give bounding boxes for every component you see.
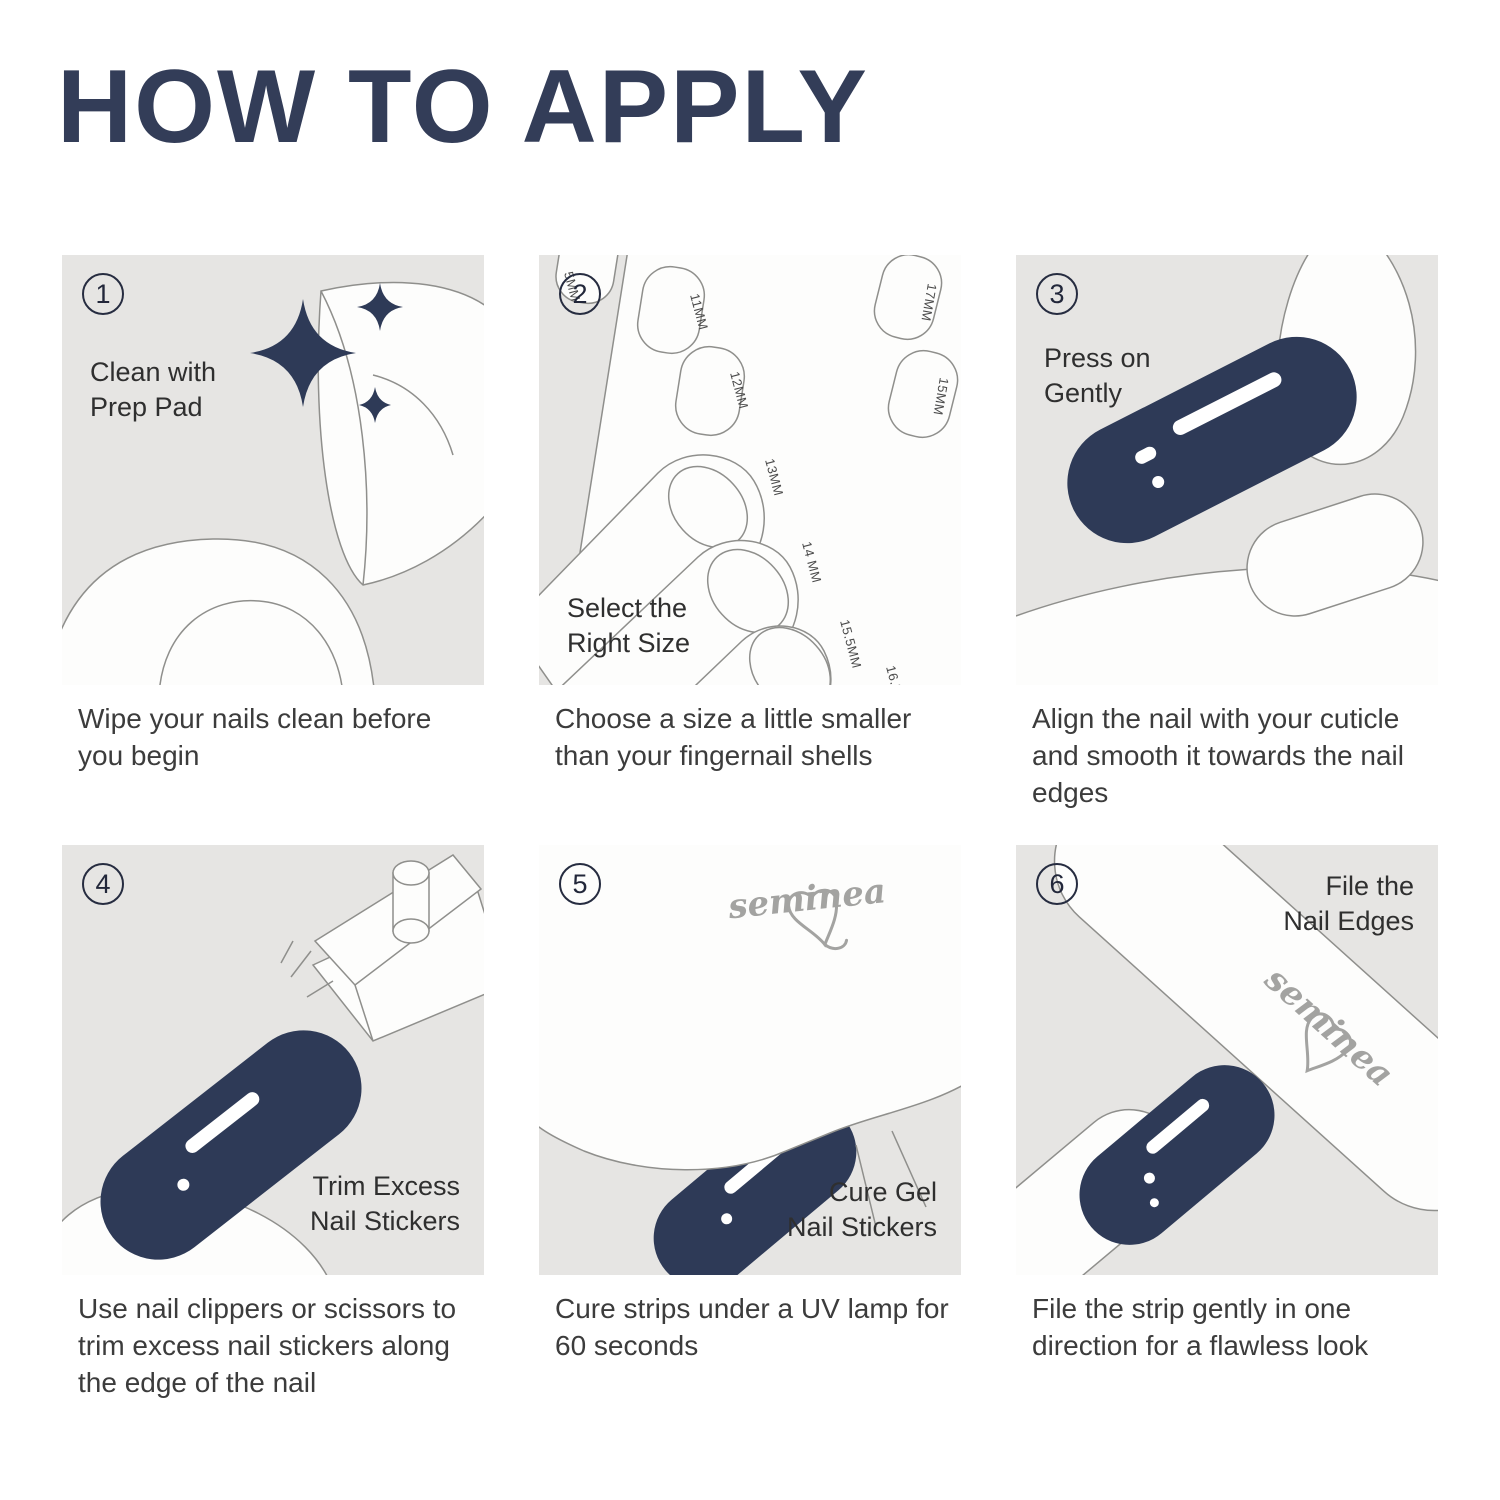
step-label: Clean with Prep Pad [90, 357, 217, 423]
step-1-panel: 1 Clean with Prep Pad [62, 255, 484, 685]
size-label: 15MM [930, 376, 951, 416]
step-6: seminea 6 File the Nail Edges File the s… [1016, 845, 1438, 1365]
finger [62, 538, 375, 685]
step-number-badge: 6 [1036, 863, 1078, 905]
step-5-panel: seminea 5 Cure Gel Nail Stickers [539, 845, 961, 1275]
nail-sticker [100, 1030, 362, 1260]
step-caption: Cure strips under a UV lamp for 60 secon… [555, 1293, 949, 1361]
clean-prep-illustration [62, 281, 484, 685]
cure-illustration: seminea [539, 845, 961, 1275]
trim-illustration [62, 854, 484, 1275]
size-select-illustration: 5MM 11MM 12MM 17MM 15MM 13MM 14 MM 15.5M… [539, 255, 961, 685]
step-caption: File the strip gently in one direction f… [1032, 1293, 1369, 1361]
size-label: 17MM [918, 282, 939, 322]
step-label: Trim Excess Nail Stickers [309, 1170, 460, 1236]
step-5: seminea 5 Cure Gel Nail Stickers Cure st… [539, 845, 961, 1365]
heart-icon [787, 888, 839, 948]
sparkle-icon [359, 387, 391, 423]
nail-sticker [1079, 1065, 1275, 1245]
step-4-panel: 4 Trim Excess Nail Stickers [62, 845, 484, 1275]
nail-outline [159, 599, 343, 685]
step-caption: Choose a size a little smaller than your… [555, 703, 912, 771]
step-label: Select the Right Size [567, 593, 691, 659]
step-1: 1 Clean with Prep Pad Wipe your nails cl… [62, 255, 484, 775]
heart-tail [823, 938, 849, 951]
step-caption: Wipe your nails clean before you begin [78, 703, 432, 771]
prep-pad [317, 281, 484, 586]
step-label: Press on Gently [1044, 343, 1151, 409]
step-2-panel: 5MM 11MM 12MM 17MM 15MM 13MM 14 MM 15.5M… [539, 255, 961, 685]
step-6-panel: seminea 6 File the Nail Edges [1016, 845, 1438, 1275]
step-2: 5MM 11MM 12MM 17MM 15MM 13MM 14 MM 15.5M… [539, 255, 961, 775]
step-label: File the Nail Edges [1283, 871, 1414, 937]
nail-file [1053, 845, 1438, 1212]
action-lines [280, 940, 334, 998]
sticker-outline [887, 349, 959, 439]
sparkle-icon [250, 299, 356, 407]
step-number-badge: 1 [82, 273, 124, 315]
page-title: HOW TO APPLY [57, 49, 869, 165]
step-3: 3 Press on Gently Align the nail with yo… [1016, 255, 1438, 812]
step-caption: Align the nail with your cuticle and smo… [1032, 703, 1404, 808]
fingertip [1246, 493, 1424, 617]
press-on-illustration [1016, 255, 1438, 685]
lamp-rays [855, 1130, 927, 1228]
sticker-outline [873, 255, 943, 341]
heart-icon [1304, 1012, 1353, 1074]
pad-crease-line [372, 374, 454, 456]
sticker-outline [674, 345, 746, 437]
step-number-badge: 3 [1036, 273, 1078, 315]
nail-clipper [311, 854, 484, 1042]
uv-lamp [539, 845, 961, 1171]
fingernail [706, 548, 790, 634]
pad-fold-line [320, 290, 368, 586]
step-4: 4 Trim Excess Nail Stickers Use nail cli… [62, 845, 484, 1402]
nail-sticker [1067, 336, 1357, 544]
step-caption: Use nail clippers or scissors to trim ex… [78, 1293, 457, 1398]
step-number-badge: 2 [559, 273, 601, 315]
step-number-badge: 4 [82, 863, 124, 905]
file-illustration: seminea [1016, 845, 1438, 1275]
sparkle-icon [357, 283, 403, 331]
step-number-badge: 5 [559, 863, 601, 905]
step-label: Cure Gel Nail Stickers [786, 1176, 937, 1242]
step-3-panel: 3 Press on Gently [1016, 255, 1438, 685]
sticker-outline [636, 265, 706, 355]
fingernail [748, 626, 832, 685]
